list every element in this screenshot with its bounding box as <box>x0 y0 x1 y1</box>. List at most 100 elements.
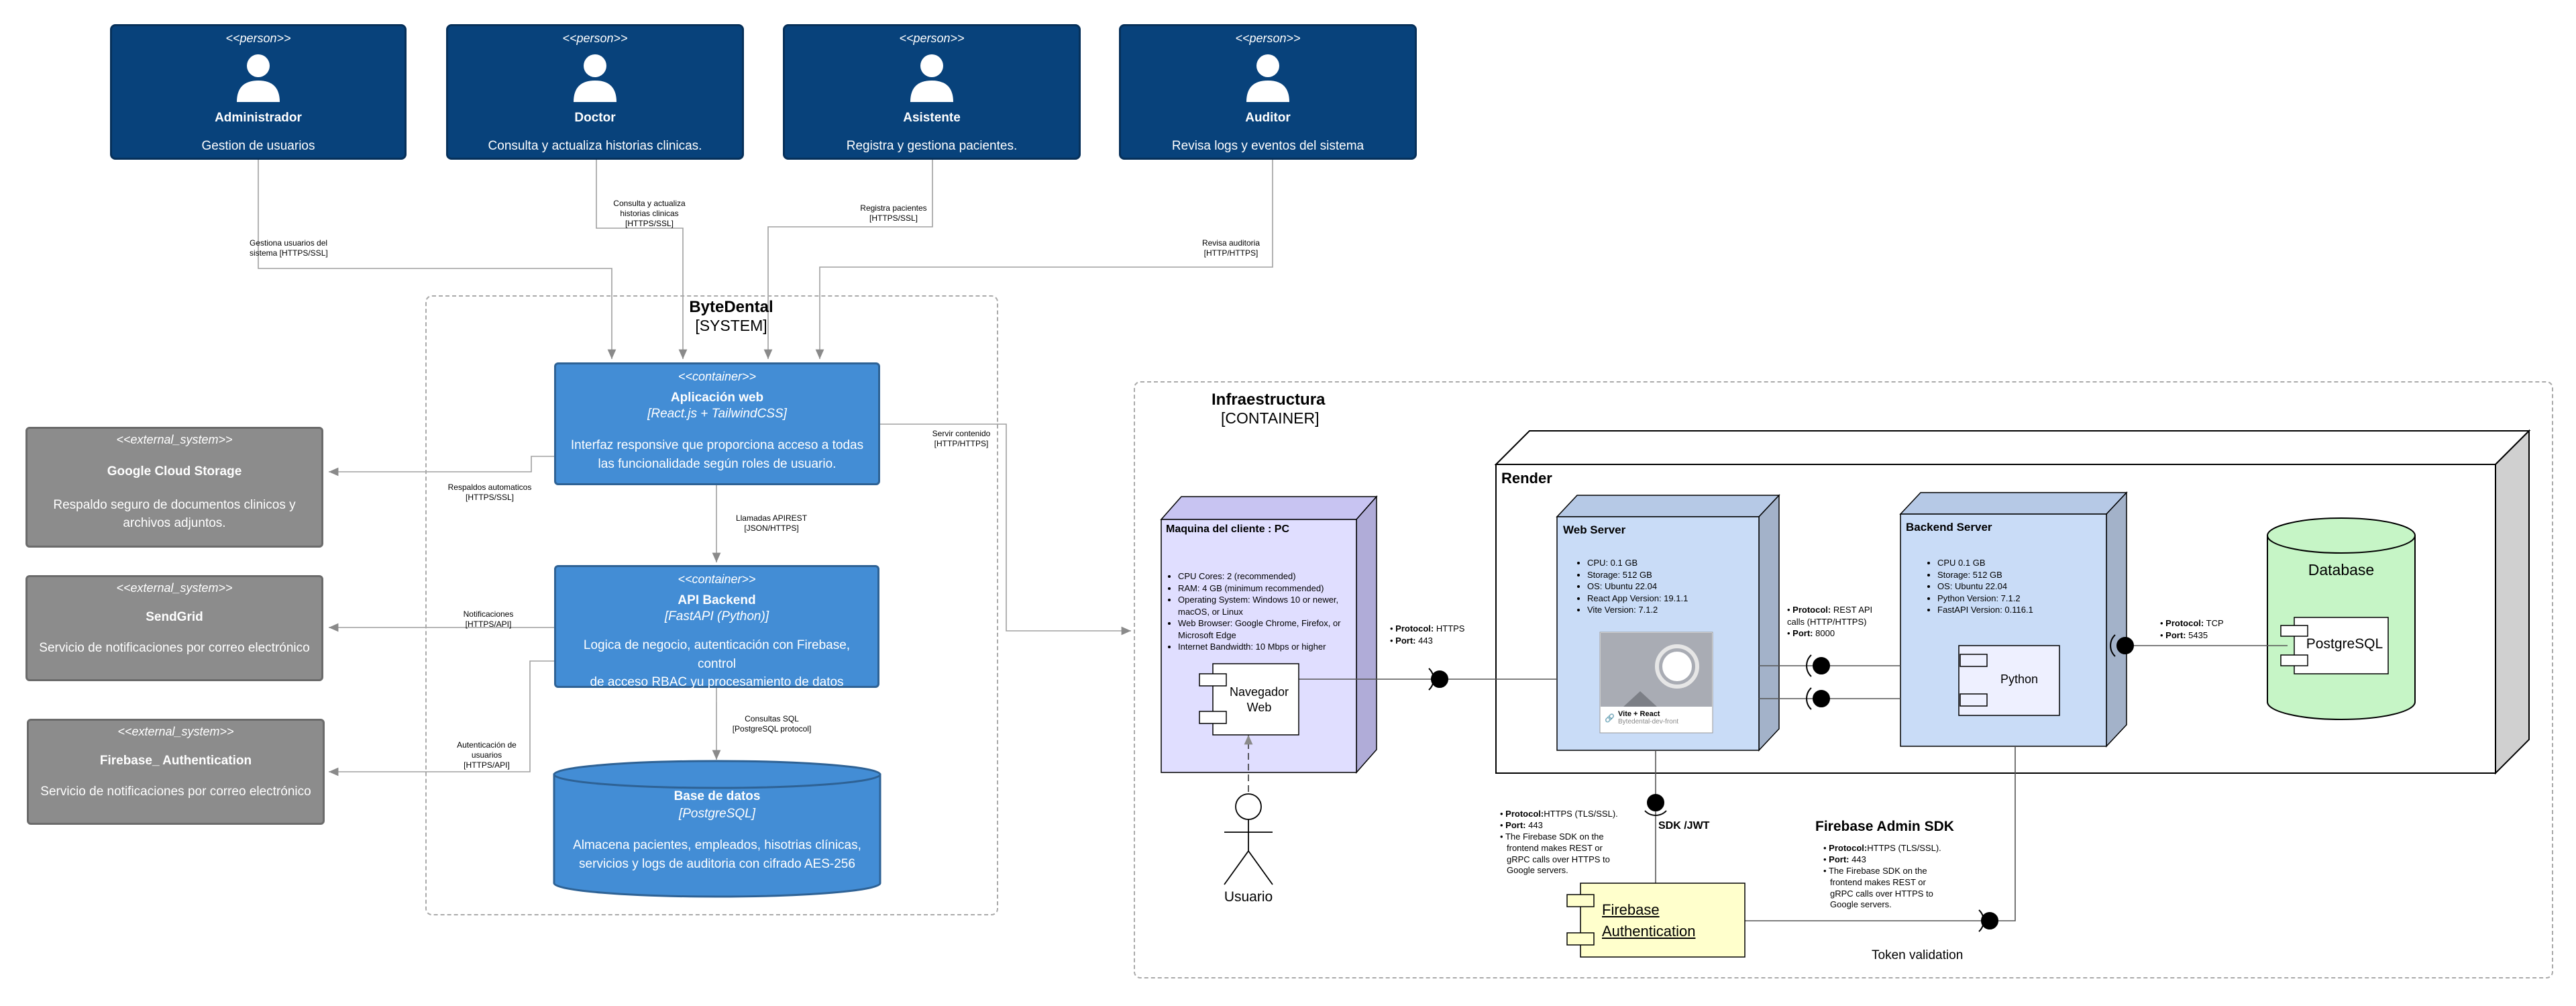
web-backend-link-label: • Protocol: REST API calls (HTTP/HTTPS) … <box>1787 604 1888 640</box>
edge-label-line: [PostgreSQL protocol] <box>732 724 812 734</box>
database-cylinder <box>553 760 881 898</box>
edge-label-line: Consulta y actualiza <box>613 199 686 208</box>
edge-label-line: Llamadas APIREST <box>735 513 808 523</box>
admin-sdk-port: • Port: 443 <box>1823 854 1866 864</box>
person-description: Registra y gestiona pacientes. <box>846 139 1018 153</box>
actor-usuario-figure <box>1224 793 1273 885</box>
backend-server-spec: OS: Ubuntu 22.04 <box>1937 581 2105 593</box>
edge-label-line: [HTTPS/API] <box>464 760 510 770</box>
actor-usuario-label: Usuario <box>1224 889 1273 905</box>
infra-name: Infraestructura <box>1212 391 1326 409</box>
client-link-label: • Protocol: HTTPS • Port: 443 <box>1390 623 1464 646</box>
database-description-line: servicios y logs de auditoria con cifrad… <box>579 856 855 871</box>
external-description: Respaldo seguro de documentos clinicos y… <box>28 497 321 532</box>
external-name: Google Cloud Storage <box>107 464 242 479</box>
client-link-protocol: • Protocol: HTTPS <box>1390 623 1465 634</box>
web-backend-port: • Port: 8000 <box>1787 628 1835 639</box>
web-backend-protocol: • Protocol: REST API calls (HTTP/HTTPS) <box>1787 605 1873 627</box>
edge-label-consultas: Consultas SQL [PostgreSQL protocol] <box>723 714 820 734</box>
infra-boundary <box>1134 381 2553 978</box>
protocol-value: TCP <box>2206 618 2224 628</box>
external-description-line: Respaldo seguro de documentos clinicos y <box>53 498 296 512</box>
edge-label-line: Servir contenido <box>932 429 991 438</box>
edge-label-auditor: Revisa auditoria [HTTP/HTTPS] <box>1187 238 1275 258</box>
note-value: The Firebase SDK on the frontend makes R… <box>1828 865 1933 910</box>
edge-doctor-webapp <box>596 160 688 359</box>
person-name: Doctor <box>574 111 616 125</box>
container-stereotype: <<container>> <box>678 572 756 586</box>
protocol-value: HTTPS (TLS/SSL). <box>1544 809 1618 819</box>
edge-label-notificaciones: Notificaciones [HTTPS/API] <box>448 609 529 630</box>
external-stereotype: <<external_system>> <box>117 725 234 738</box>
firebase-auth-line: Authentication <box>1602 922 1696 940</box>
container-description-line: Interfaz responsive que proporciona acce… <box>570 438 864 452</box>
edge-label-line: sistema [HTTPS/SSL] <box>250 248 328 258</box>
socket-firebase-sdk <box>1644 794 1667 816</box>
person-name: Asistente <box>903 111 961 125</box>
port-key: Port: <box>1792 628 1813 639</box>
person-stereotype: <<person>> <box>899 32 965 45</box>
client-node-title: Maquina del cliente : PC <box>1166 523 1290 535</box>
protocol-value: HTTPS (TLS/SSL). <box>1867 843 1941 853</box>
edge-label-line: usuarios <box>471 750 502 760</box>
container-description-line: de acceso RBAC yu procesamiento de datos… <box>590 675 844 708</box>
edge-label-autenticacion: Autenticación de usuarios [HTTPS/API] <box>448 740 525 770</box>
external-sendgrid: <<external_system>> SendGrid Servicio de… <box>25 575 323 681</box>
edge-label-line: historias clinicas <box>620 209 679 218</box>
socket-db <box>2110 634 2134 657</box>
person-stereotype: <<person>> <box>562 32 628 45</box>
navegador-web-label: Navegador Web <box>1229 685 1289 715</box>
edge-label-line: Gestiona usuarios del <box>250 238 328 248</box>
container-tech: [React.js + TailwindCSS] <box>647 407 787 421</box>
web-server-spec: OS: Ubuntu 22.04 <box>1587 581 1755 593</box>
person-name: Auditor <box>1245 111 1291 125</box>
person-description: Revisa logs y eventos del sistema <box>1171 139 1364 153</box>
person-administrador: <<person>> Administrador Gestion de usua… <box>110 24 407 160</box>
web-card-caption: 🔗 Vite + React Bytedental-dev-front <box>1605 710 1712 725</box>
protocol-key: Protocol: <box>1395 623 1434 634</box>
person-auditor: <<person>> Auditor Revisa logs y eventos… <box>1119 24 1417 160</box>
infra-type: [CONTAINER] <box>1221 409 1320 427</box>
client-spec: Web Browser: Google Chrome, Firefox, or … <box>1178 617 1366 641</box>
client-spec: Internet Bandwidth: 10 Mbps or higher <box>1178 641 1366 653</box>
container-stereotype: <<container>> <box>678 370 757 383</box>
external-description-line: archivos adjuntos. <box>123 515 226 530</box>
component-navegador-web <box>1199 663 1299 736</box>
person-stereotype: <<person>> <box>1235 32 1301 45</box>
person-description: Consulta y actualiza historias clinicas. <box>488 139 702 153</box>
port-key: Port: <box>1829 854 1849 864</box>
admin-sdk-note: • The Firebase SDK on the frontend makes… <box>1823 865 1933 910</box>
socket-browser <box>1428 668 1448 691</box>
edge-label-line: [HTTP/HTTPS] <box>1203 248 1258 258</box>
external-description: Servicio de notificaciones por correo el… <box>29 783 323 801</box>
container-description: Logica de negocio, autenticación con Fir… <box>556 636 877 710</box>
backend-server-title: Backend Server <box>1906 521 1992 534</box>
protocol-key: Protocol: <box>2165 618 2204 628</box>
edge-backend-firebase <box>1745 746 2016 921</box>
protocol-key: Protocol: <box>1829 843 1868 853</box>
person-icon <box>237 54 280 102</box>
admin-sdk-protocol: • Protocol:HTTPS (TLS/SSL). <box>1823 843 1941 853</box>
web-card-subtitle: Bytedental-dev-front <box>1618 718 1679 725</box>
backend-server-spec: FastAPI Version: 0.116.1 <box>1937 604 2105 616</box>
external-stereotype: <<external_system>> <box>116 433 233 446</box>
db-link-label: • Protocol: TCP • Port: 5435 <box>2160 617 2224 641</box>
component-firebase-authentication <box>1566 883 1746 958</box>
edge-label-doctor: Consulta y actualiza historias clinicas … <box>602 199 696 229</box>
edge-label-line: Autenticación de <box>457 740 517 750</box>
render-title: Render <box>1501 470 1552 487</box>
socket-admin-sdk <box>1978 909 1998 932</box>
web-server-spec: Storage: 512 GB <box>1587 569 1755 581</box>
firebase-auth-line: Firebase <box>1602 901 1660 918</box>
edge-label-line: Consultas SQL <box>745 714 799 723</box>
external-description: Servicio de notificaciones por correo el… <box>28 640 321 658</box>
container-description-line: Logica de negocio, autenticación con Fir… <box>583 638 851 671</box>
port-value: 443 <box>1528 819 1543 830</box>
port-value: 443 <box>1418 635 1433 646</box>
client-specs: CPU Cores: 2 (recommended) RAM: 4 GB (mi… <box>1166 570 1366 653</box>
firebase-link-label: • Protocol:HTTPS (TLS/SSL). • Port: 443 … <box>1500 809 1621 876</box>
edge-label-line: [HTTP/HTTPS] <box>934 439 989 448</box>
socket-web-backend-1 <box>1806 654 1830 677</box>
edge-label-line: Respaldos automaticos <box>447 483 532 492</box>
